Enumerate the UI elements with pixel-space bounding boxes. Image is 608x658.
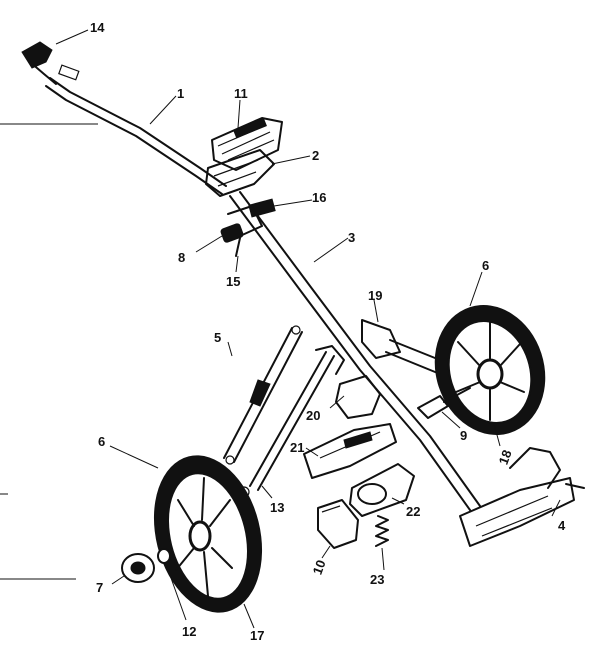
label-part-20: 20 bbox=[306, 408, 320, 423]
label-part-2: 2 bbox=[312, 148, 319, 163]
part-9-axle-bolt bbox=[417, 387, 471, 419]
part-1-handle-tube bbox=[45, 77, 227, 195]
margin-rules bbox=[0, 123, 98, 580]
part-12-washer bbox=[157, 548, 171, 564]
label-part-23: 23 bbox=[370, 572, 384, 587]
label-part-9: 9 bbox=[460, 428, 467, 443]
label-part-15: 15 bbox=[226, 274, 240, 289]
label-part-12: 12 bbox=[182, 624, 196, 639]
label-part-6-left: 6 bbox=[98, 434, 105, 449]
part-6-left-wheel bbox=[153, 455, 263, 613]
label-part-5: 5 bbox=[214, 330, 221, 345]
leader-lines bbox=[55, 29, 561, 629]
label-part-3: 3 bbox=[348, 230, 355, 245]
part-15-bolt bbox=[235, 237, 241, 257]
label-part-1: 1 bbox=[177, 86, 184, 101]
label-part-8: 8 bbox=[178, 250, 185, 265]
label-part-7: 7 bbox=[96, 580, 103, 595]
part-14-handle-grip bbox=[21, 41, 80, 85]
label-part-10: 10 bbox=[310, 558, 329, 577]
label-part-17: 17 bbox=[250, 628, 264, 643]
label-part-22: 22 bbox=[406, 504, 420, 519]
label-part-13: 13 bbox=[270, 500, 284, 515]
part-4-foot-base bbox=[459, 447, 585, 547]
label-part-19: 19 bbox=[368, 288, 382, 303]
label-part-11: 11 bbox=[234, 86, 248, 101]
part-11-top-bracket bbox=[211, 117, 283, 171]
part-2-lower-bracket bbox=[205, 149, 275, 197]
label-part-16: 16 bbox=[312, 190, 326, 205]
part-3-main-frame-tube bbox=[229, 191, 481, 511]
part-22-gear-housing bbox=[349, 463, 415, 517]
label-part-21: 21 bbox=[290, 440, 304, 455]
label-part-4: 4 bbox=[558, 518, 566, 533]
label-part-6-right: 6 bbox=[482, 258, 489, 273]
label-part-14: 14 bbox=[90, 20, 105, 35]
label-part-18: 18 bbox=[496, 448, 515, 467]
part-7-hub-cap bbox=[121, 553, 155, 583]
part-20-pivot-bracket bbox=[315, 345, 381, 419]
part-10-small-bracket bbox=[317, 499, 359, 549]
part-6-right-wheel bbox=[434, 305, 546, 435]
part-21-housing bbox=[303, 423, 397, 479]
part-23-spring bbox=[375, 515, 389, 547]
part-5-strut bbox=[223, 325, 303, 465]
part-labels: 14 1 11 2 16 3 8 15 6 19 5 20 9 6 21 18 … bbox=[90, 20, 566, 643]
